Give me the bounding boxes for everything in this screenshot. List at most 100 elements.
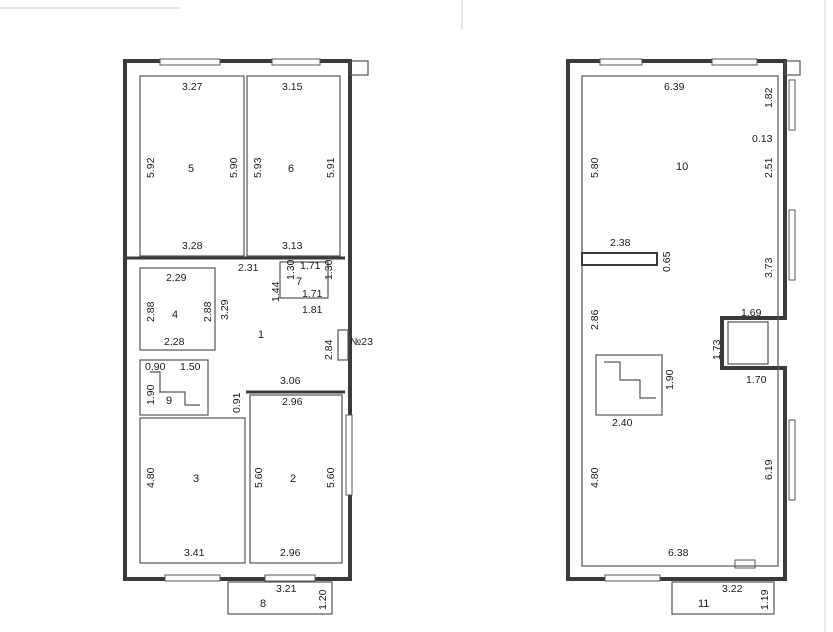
room-label: 1	[258, 329, 264, 341]
room-label: 3	[193, 473, 199, 485]
room-11-outline	[671, 581, 775, 615]
entry-door	[337, 329, 349, 361]
dimension: 1.44	[270, 281, 282, 302]
wall-detail	[349, 60, 369, 76]
dimension: 2.31	[238, 262, 259, 274]
dimension: 1.73	[711, 339, 723, 360]
window	[788, 419, 796, 501]
dimension: 2.86	[589, 309, 601, 330]
dimension: 1.71	[300, 260, 321, 272]
room-6-outline	[246, 75, 341, 257]
dimension: 0.91	[231, 392, 243, 413]
window	[345, 414, 353, 496]
room-label: 9	[166, 395, 172, 407]
dimension: 5.91	[325, 157, 337, 178]
window	[604, 574, 661, 582]
dimension: 1.82	[763, 87, 775, 108]
room-label: 6	[288, 163, 294, 175]
dimension: 5.60	[253, 467, 265, 488]
dimension: 3.15	[282, 81, 303, 93]
window	[159, 58, 221, 66]
dimension: 3.06	[280, 375, 301, 387]
room-label: 2	[290, 473, 296, 485]
room-7-outline	[279, 261, 329, 299]
room-label: 10	[676, 161, 688, 173]
dimension: 4.80	[589, 467, 601, 488]
wall-detail	[784, 60, 801, 76]
window	[264, 574, 316, 582]
dimension: 1.19	[759, 589, 771, 610]
window	[599, 58, 643, 66]
window	[788, 209, 796, 281]
dimension: 2.29	[166, 272, 187, 284]
dimension: 4.80	[145, 467, 157, 488]
stair-icon	[604, 361, 656, 399]
dimension: 2.40	[612, 417, 633, 429]
dimension: 2.51	[763, 157, 775, 178]
dimension: 5.60	[325, 467, 337, 488]
dimension: 5.92	[145, 157, 157, 178]
dimension: 2.28	[164, 336, 185, 348]
floor-plan-left	[123, 58, 369, 615]
room-4-outline	[139, 267, 216, 351]
partition	[581, 252, 658, 266]
room-10-outline	[581, 75, 779, 567]
dimension: 2.96	[280, 547, 301, 559]
room-8-outline	[227, 581, 333, 615]
dimension: 1.69	[741, 307, 762, 319]
stair-outline	[595, 354, 663, 416]
window	[271, 58, 321, 66]
outer-wall	[123, 59, 352, 581]
dimension: 1.90	[664, 369, 676, 390]
floor-plan-right	[566, 58, 801, 615]
plan-2-labels: 10 11 6.39 1.82 0.13 5.80 2.51 2.38 0.65…	[589, 81, 775, 610]
dimension: 0.13	[752, 133, 773, 145]
dimension: 1.30	[285, 259, 297, 280]
room-label: 5	[188, 163, 194, 175]
dimension: 3.41	[184, 547, 205, 559]
dimension: 2.96	[282, 396, 303, 408]
dimension: 1.81	[302, 304, 323, 316]
room-label: 8	[260, 598, 266, 610]
shaft	[727, 321, 769, 365]
window	[788, 79, 796, 131]
room-3-outline	[139, 417, 246, 564]
dimension: 6.38	[668, 547, 689, 559]
dimension: 5.93	[252, 157, 264, 178]
window	[734, 559, 756, 569]
room-5-outline	[139, 75, 245, 257]
dimension: 5.90	[228, 157, 240, 178]
dimension: 1.71	[302, 288, 323, 300]
room-label: 7	[296, 276, 302, 288]
dimension: 1.30	[323, 259, 335, 280]
dimension: 0.90	[145, 361, 166, 373]
dimension: 3.28	[182, 240, 203, 252]
dimension: 6.19	[763, 459, 775, 480]
room-label: 4	[172, 309, 178, 321]
window	[164, 574, 221, 582]
window	[711, 58, 758, 66]
dimension: 3.73	[763, 257, 775, 278]
dimension: 2.84	[323, 339, 335, 360]
room-2-outline	[249, 394, 343, 564]
dimension: 2.88	[202, 301, 214, 322]
dimension: 1.20	[317, 589, 329, 610]
stair-icon	[150, 371, 200, 406]
room-9-outline	[139, 359, 209, 416]
dimension: 3.22	[722, 583, 743, 595]
room-label: 11	[698, 598, 709, 610]
dimension: 5.80	[589, 157, 601, 178]
plan-1-labels: 5 6 4 7 1 9 3 2 8 3.27 3.15 5.92 5.90 5.…	[145, 81, 373, 610]
dimension: 0.65	[661, 251, 673, 272]
dimension: 3.27	[182, 81, 203, 93]
dimension: 2.38	[610, 237, 631, 249]
dimension: 3.21	[276, 583, 297, 595]
dimension: 3.13	[282, 240, 303, 252]
dimension: 1.50	[180, 361, 201, 373]
dimension: 1.70	[746, 374, 767, 386]
dimension: 3.29	[219, 299, 231, 320]
dimension: 2.88	[145, 301, 157, 322]
unit-number: №23	[350, 336, 373, 348]
dimension: 1.90	[145, 384, 157, 405]
